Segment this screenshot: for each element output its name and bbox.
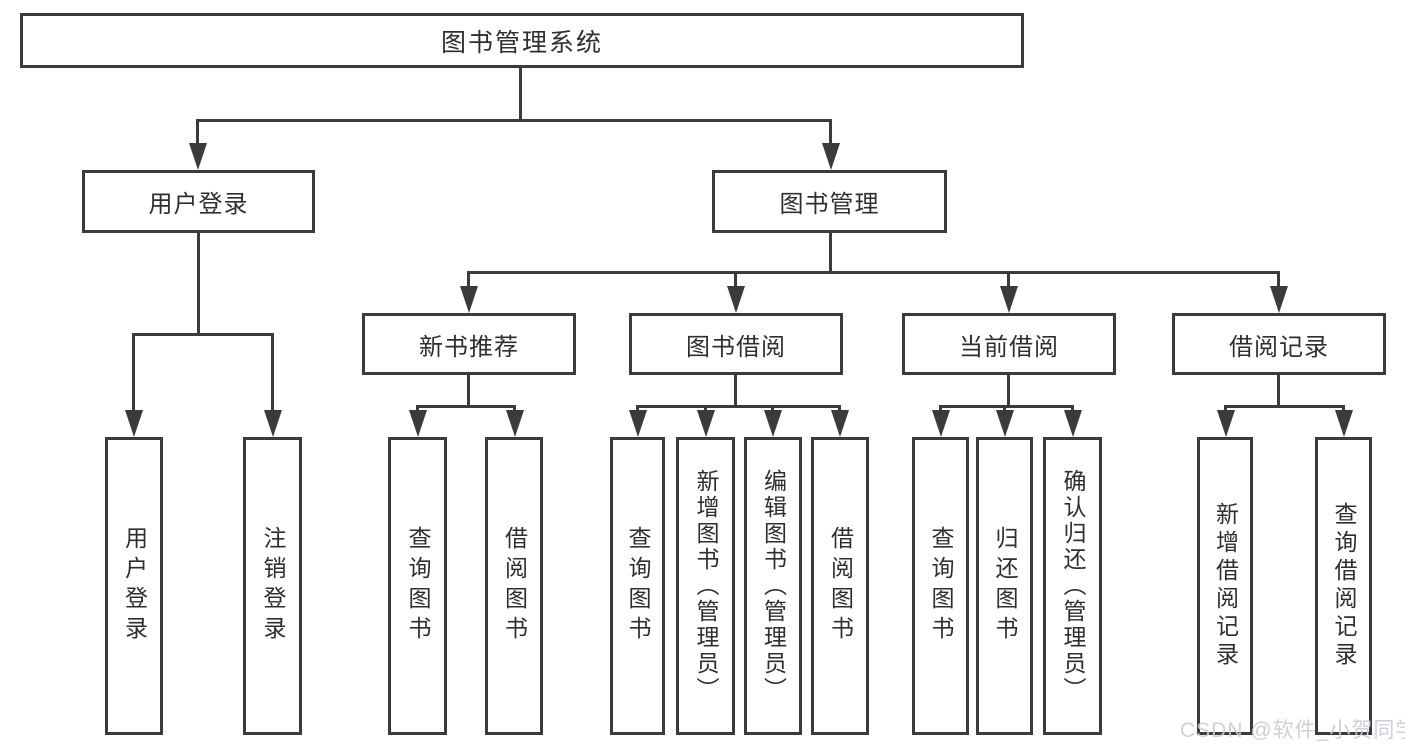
arrowhead-down-icon [1000,286,1018,313]
connector-line [132,333,274,336]
connector-line [1224,405,1345,408]
leaf-br-add-record-label: 新增借阅记录 [1212,502,1239,670]
arrowhead-down-icon [125,410,143,437]
arrowhead-down-icon [822,143,840,170]
arrowhead-down-icon [932,410,950,437]
connector-line [467,375,470,408]
leaf-cb-confirm-return-admin-label: 确认归还（管理员） [1060,469,1086,703]
connector-line [196,119,199,164]
arrowhead-down-icon [506,410,524,437]
connector-line [132,333,135,413]
leaf-nbr-query-books: 查询图书 [388,437,447,735]
leaf-bb-borrow-books-label: 借阅图书 [827,526,854,646]
arrowhead-down-icon [697,410,715,437]
connector-line [467,271,470,291]
connector-line [734,271,737,291]
leaf-br-add-record: 新增借阅记录 [1197,437,1253,735]
node-user-login: 用户登录 [82,170,315,233]
node-new-book-recommendation-label: 新书推荐 [419,333,519,361]
arrowhead-down-icon [409,410,427,437]
leaf-cb-confirm-return-admin: 确认归还（管理员） [1043,437,1102,735]
leaf-nbr-borrow-books-label: 借阅图书 [501,526,528,646]
connector-line [636,405,841,408]
leaf-br-query-record-label: 查询借阅记录 [1331,502,1357,670]
node-current-borrowing: 当前借阅 [902,313,1116,375]
arrowhead-down-icon [629,410,647,437]
connector-line [829,233,832,274]
leaf-logout-label: 注销登录 [260,526,286,646]
node-book-borrowing: 图书借阅 [629,313,843,375]
connector-line [467,271,1280,274]
node-borrowing-records: 借阅记录 [1172,313,1386,375]
arrowhead-down-icon [1335,410,1353,437]
connector-line [734,375,737,408]
arrowhead-down-icon [264,410,282,437]
arrowhead-down-icon [189,143,207,170]
connector-line [519,68,522,121]
arrowhead-down-icon [1270,286,1288,313]
leaf-user-login-label: 用户登录 [121,526,148,646]
node-current-borrowing-label: 当前借阅 [959,333,1059,361]
connector-line [1007,271,1010,291]
node-new-book-recommendation: 新书推荐 [362,313,576,375]
connector-line [1277,375,1280,408]
leaf-cb-return-books: 归还图书 [976,437,1033,735]
node-book-borrowing-label: 图书借阅 [686,333,786,361]
leaf-bb-add-books-admin: 新增图书（管理员） [676,437,735,735]
leaf-logout: 注销登录 [243,437,302,735]
connector-line [1277,271,1280,291]
node-borrowing-records-label: 借阅记录 [1229,333,1329,361]
leaf-cb-query-books-label: 查询图书 [928,526,954,646]
leaf-bb-edit-books-admin-label: 编辑图书（管理员） [760,469,787,703]
arrowhead-down-icon [996,410,1014,437]
node-user-login-label: 用户登录 [148,191,249,218]
arrowhead-down-icon [1064,410,1082,437]
connector-line [829,119,832,164]
arrowhead-down-icon [764,410,782,437]
connector-line [1007,375,1010,408]
arrowhead-down-icon [1217,410,1235,437]
csdn-watermark: CSDN @软件_小贺同学 [1180,719,1405,742]
leaf-nbr-query-books-label: 查询图书 [405,526,431,646]
leaf-bb-add-books-admin-label: 新增图书（管理员） [693,469,719,703]
leaf-nbr-borrow-books: 借阅图书 [485,437,543,735]
leaf-bb-edit-books-admin: 编辑图书（管理员） [744,437,802,735]
connector-line [197,233,200,335]
connector-line [416,405,516,408]
leaf-user-login: 用户登录 [105,437,163,735]
leaf-br-query-record: 查询借阅记录 [1315,437,1372,735]
connector-line [196,119,832,122]
arrowhead-down-icon [831,410,849,437]
connector-line [271,333,274,413]
node-root-label: 图书管理系统 [440,28,603,57]
connector-line [939,405,1073,408]
leaf-cb-return-books-label: 归还图书 [992,526,1018,646]
leaf-bb-query-books-label: 查询图书 [625,526,651,646]
node-root-system: 图书管理系统 [20,13,1024,68]
node-book-management: 图书管理 [712,170,947,233]
leaf-cb-query-books: 查询图书 [912,437,969,735]
leaf-bb-query-books: 查询图书 [610,437,665,735]
leaf-bb-borrow-books: 借阅图书 [811,437,869,735]
arrowhead-down-icon [460,286,478,313]
arrowhead-down-icon [727,286,745,313]
node-book-management-label: 图书管理 [779,191,880,218]
